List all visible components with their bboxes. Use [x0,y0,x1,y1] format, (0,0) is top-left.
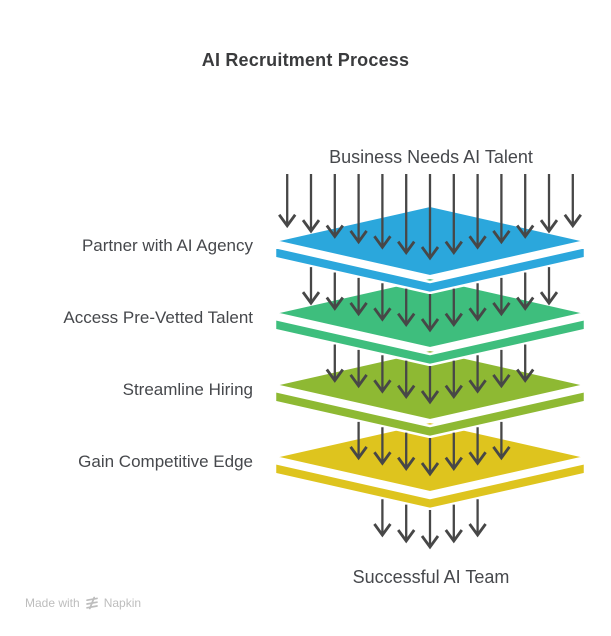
flow-arrow [444,432,463,472]
flow-arrow [325,272,344,311]
flow-arrow [539,174,559,234]
flow-arrow [420,438,440,477]
layer-label-access: Access Pre-Vetted Talent [63,308,253,327]
layer-label-streamline: Streamline Hiring [122,380,253,399]
flow-arrow [468,174,487,250]
layer-rim-0 [273,245,587,295]
flow-arrow [516,344,535,383]
napkin-zap-icon [85,596,99,610]
flow-arrow [301,267,321,306]
flow-arrow [516,272,535,311]
flow-arrow [349,174,368,245]
page-title: AI Recruitment Process [201,50,410,70]
flow-arrow [301,174,321,234]
flow-arrow [325,344,344,383]
flow-arrow [468,355,487,394]
flow-arrow [325,174,344,239]
flow-arrow [468,283,487,322]
flow-arrow [539,267,559,306]
layer-label-edge: Gain Competitive Edge [78,452,253,471]
flow-arrow [444,288,463,328]
watermark: Made with Napkin [25,596,141,610]
flow-arrow [373,283,392,322]
flow-arrow [420,366,440,405]
layer-label-partner: Partner with AI Agency [81,236,253,255]
flow-arrow [278,174,297,229]
flow-arrow [349,349,368,389]
flow-arrow [373,499,392,538]
flow-arrow [492,174,511,245]
flow-arrow [397,288,416,328]
flow-arrow [492,349,511,389]
layer-rim-3 [273,461,587,511]
flow-arrow [373,355,392,394]
flow-arrow [397,432,416,472]
flow-arrow [516,174,535,239]
flow-arrow [444,174,463,256]
output-flow-label: Successful AI Team [352,567,510,587]
flow-arrow [397,504,416,544]
flow-arrow [397,174,416,256]
flow-arrow [420,294,440,333]
flow-arrow [563,174,582,229]
flow-arrow [468,499,487,538]
flow-arrow [349,421,368,461]
flow-arrow [420,510,440,550]
flow-arrow [397,360,416,400]
watermark-brand-label: Napkin [103,596,142,610]
flow-arrow [373,174,392,250]
flow-arrow [373,427,392,466]
flow-arrow [444,504,463,544]
flow-arrow [492,277,511,317]
watermark-made-with-label: Made with [25,596,80,610]
layer-rim-1 [273,317,587,367]
layer-rim-2 [273,389,587,439]
flow-arrow [444,360,463,400]
flow-arrow [349,277,368,317]
flow-arrow [468,427,487,466]
input-flow-label: Business Needs AI Talent [329,147,533,167]
flow-arrow [420,174,440,261]
flow-arrow [492,421,511,461]
